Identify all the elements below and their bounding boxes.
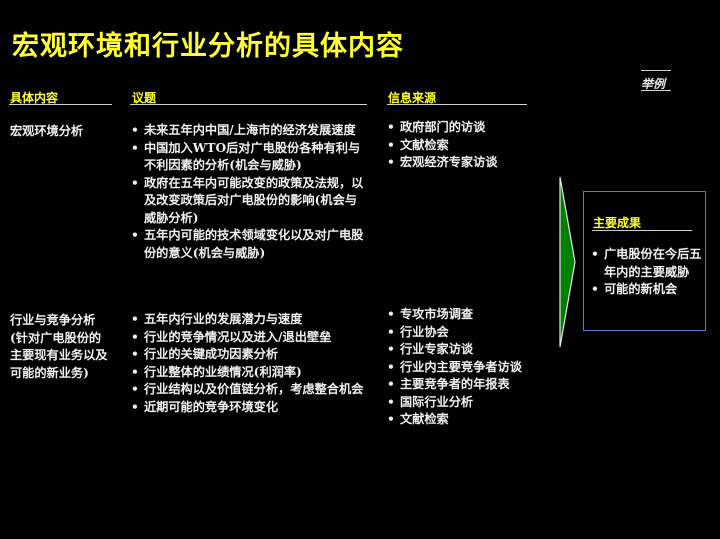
header-sources-line xyxy=(387,104,527,105)
row2-issue: 五年内行业的发展潜力与速度 xyxy=(130,311,368,329)
results-header-line xyxy=(592,230,692,231)
row2-issue: 行业的竞争情况以及进入/退出壁垒 xyxy=(130,329,368,347)
row2-source: 行业内主要竞争者访谈 xyxy=(386,359,556,377)
row2-source: 行业协会 xyxy=(386,324,556,342)
row2-content: 行业与竞争分析(针对广电股份的主要现有业务以及可能的新业务) xyxy=(10,313,108,380)
row2-source: 文献检索 xyxy=(386,411,556,429)
results-list: 广电股份在今后五年内的主要威胁 可能的新机会 xyxy=(590,246,702,299)
results-item: 广电股份在今后五年内的主要威胁 xyxy=(590,246,702,281)
row1-issues-list: 未来五年内中国/上海市的经济发展速度 中国加入WTO后对广电股份各种有利与不利因… xyxy=(130,122,368,262)
header-issues-line xyxy=(130,104,367,105)
row1-content: 宏观环境分析 xyxy=(10,124,84,138)
row1-source: 宏观经济专家访谈 xyxy=(386,154,556,172)
row1-issue: 政府在五年内可能改变的政策及法规，以及改变政策后对广电股份的影响(机会与威胁分析… xyxy=(130,175,368,228)
row1-issue: 中国加入WTO后对广电股份各种有利与不利因素的分析(机会与威胁) xyxy=(130,140,368,175)
row2-source: 国际行业分析 xyxy=(386,394,556,412)
header-content: 具体内容 xyxy=(10,91,59,105)
row2-sources-list: 专攻市场调查 行业协会 行业专家访谈 行业内主要竞争者访谈 主要竞争者的年报表 … xyxy=(386,306,556,429)
results-item: 可能的新机会 xyxy=(590,281,702,299)
row2-issue: 近期可能的竞争环境变化 xyxy=(130,399,368,417)
row2-issues-list: 五年内行业的发展潜力与速度 行业的竞争情况以及进入/退出壁垒 行业的关键成功因素… xyxy=(130,311,368,416)
row2-issue: 行业整体的业绩情况(利润率) xyxy=(130,364,368,382)
row2-source: 行业专家访谈 xyxy=(386,341,556,359)
row1-source: 政府部门的访谈 xyxy=(386,119,556,137)
example-label: 举例 xyxy=(641,77,666,91)
header-content-line xyxy=(9,104,112,105)
results-header: 主要成果 xyxy=(593,216,642,230)
row1-source: 文献检索 xyxy=(386,137,556,155)
results-box xyxy=(583,191,706,331)
row2-source: 主要竞争者的年报表 xyxy=(386,376,556,394)
chevron-right-arrow-icon xyxy=(559,176,576,348)
header-issues: 议题 xyxy=(132,91,157,105)
row1-issue: 五年内可能的技术领域变化以及对广电股份的意义(机会与威胁) xyxy=(130,227,368,262)
row2-source: 专攻市场调查 xyxy=(386,306,556,324)
example-line-bottom xyxy=(641,90,671,91)
example-line-top xyxy=(641,70,671,71)
row2-issue: 行业的关键成功因素分析 xyxy=(130,346,368,364)
row2-issue: 行业结构以及价值链分析，考虑整合机会 xyxy=(130,381,368,399)
header-sources: 信息来源 xyxy=(388,91,437,105)
page-title: 宏观环境和行业分析的具体内容 xyxy=(12,31,404,62)
row1-issue: 未来五年内中国/上海市的经济发展速度 xyxy=(130,122,368,140)
row1-sources-list: 政府部门的访谈 文献检索 宏观经济专家访谈 xyxy=(386,119,556,172)
